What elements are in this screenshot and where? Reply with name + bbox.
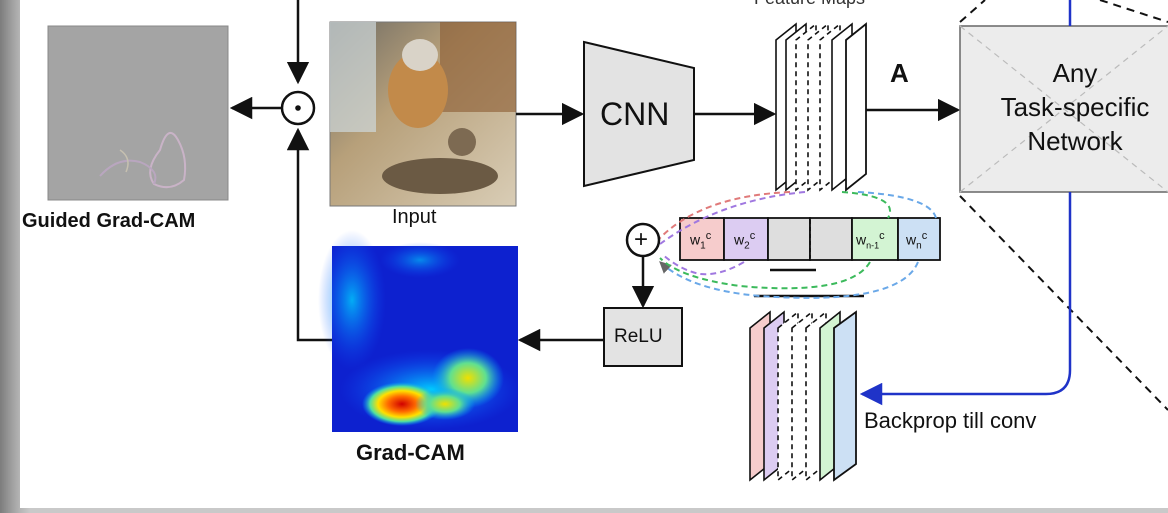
sum-plus-label: +	[634, 226, 649, 253]
input-label: Input	[392, 206, 437, 228]
cnn-block	[583, 40, 695, 188]
gradcam-feedback-arrow	[286, 127, 332, 342]
arc-red-top	[657, 191, 791, 241]
task-label-line1: Any	[1052, 58, 1098, 88]
activation-a-label: A	[890, 58, 909, 88]
weight-1-sub: 1	[700, 240, 706, 252]
weight-n-sub: n	[916, 240, 922, 252]
weight-label-n-1: wn-1c	[856, 230, 885, 250]
task-network-label: Any Task-specific Network	[960, 56, 1168, 158]
arc-purple-bottom	[661, 253, 745, 276]
weight-vector	[679, 217, 941, 261]
weight-n-sup: c	[921, 230, 928, 242]
guided-gradcam-label: Guided Grad-CAM	[22, 210, 196, 232]
weight-n-w: w	[906, 231, 917, 248]
gradcam-heatmap	[318, 230, 520, 432]
arc-blue-bottom	[659, 261, 919, 299]
task-label-line3: Network	[1027, 126, 1123, 156]
dashed-guide-top-right	[1099, 0, 1168, 23]
arc-green-top	[841, 191, 891, 219]
weight-2-sup: c	[749, 230, 756, 242]
input-photo	[329, 21, 517, 207]
relu-label: ReLU	[614, 326, 663, 347]
backprop-label: Backprop till conv	[864, 408, 1037, 433]
gradient-maps-stack	[749, 310, 857, 482]
task-label-line2: Task-specific	[1000, 92, 1150, 122]
relu-box	[603, 307, 683, 367]
arc-purple-top	[659, 191, 806, 245]
gradcam-label: Grad-CAM	[356, 440, 465, 465]
feature-maps-stack	[775, 22, 867, 192]
weight-label-2: w2c	[734, 230, 755, 251]
backprop-line	[859, 192, 1072, 406]
task-network-box	[959, 25, 1168, 193]
weight-2-w: w	[734, 231, 745, 248]
weight-2-sub: 2	[744, 240, 750, 252]
dashed-guide-top-left	[959, 0, 986, 23]
arc-green-bottom	[659, 257, 871, 290]
arc-blue-top	[857, 191, 937, 219]
weight-label-n: wnc	[906, 230, 927, 251]
weight-n-1-sub: n-1	[866, 240, 880, 251]
weight-1-w: w	[690, 231, 701, 248]
weight-label-1: w1c	[690, 230, 711, 251]
weight-n-1-sup: c	[879, 230, 885, 242]
feature-maps-label: Feature Maps	[754, 0, 865, 9]
cnn-label: CNN	[600, 96, 670, 132]
multiply-dot-icon	[295, 105, 301, 111]
weight-1-sup: c	[705, 230, 712, 242]
weight-n-1-w: w	[856, 231, 867, 248]
guided-gradcam-image	[47, 25, 229, 201]
dashed-guide-bottom	[959, 195, 1168, 411]
